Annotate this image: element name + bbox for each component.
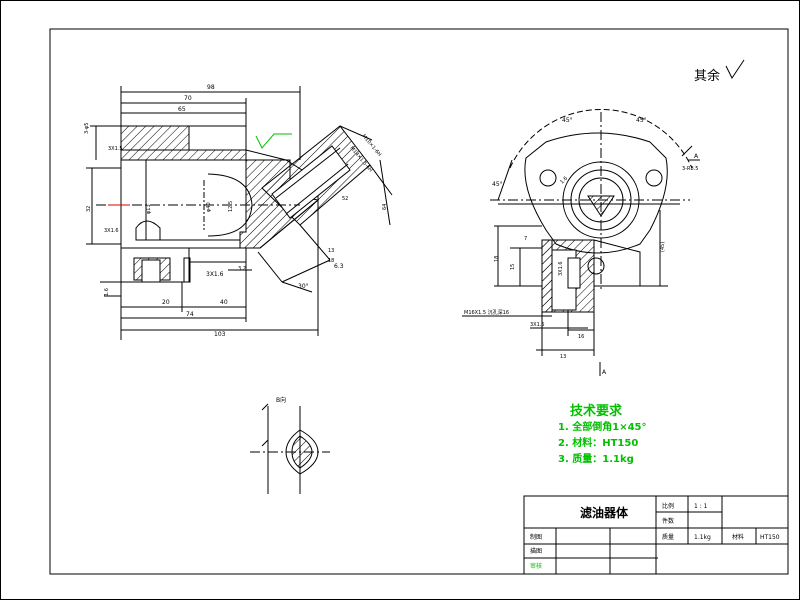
dim-15: 15: [510, 264, 516, 270]
dim-phi40: φ40: [206, 202, 212, 212]
title-block-lines: [523, 495, 789, 575]
dim-7: 7: [524, 236, 527, 242]
audit-label: 审核: [530, 562, 542, 570]
check-label: 描图: [530, 547, 542, 555]
dim-3x1-6: 3X1.6: [206, 271, 224, 278]
dim-phi13: φ13: [146, 204, 152, 214]
dim-32: 32: [86, 206, 92, 212]
dim-98: 98: [207, 84, 215, 91]
dim-1-6: 1.6: [104, 288, 110, 296]
dim-20: 20: [162, 299, 170, 306]
right-view-hatch-walls: [541, 239, 553, 313]
dim-64: 64: [382, 204, 388, 210]
roughness-symbol-green: [255, 133, 292, 149]
dim-45-ref: (45): [660, 242, 666, 252]
dim-3x1-6c: 3X1.6: [558, 261, 564, 276]
scale-label: 比例: [662, 502, 674, 510]
dim-45deg-a: 45°: [562, 117, 573, 124]
inner-frame: [49, 28, 789, 575]
dim-3-phi5: 3-φ5: [84, 123, 90, 134]
dim-18: 18: [328, 258, 334, 264]
requirement-item-3: 3. 质量：1.1kg: [558, 452, 634, 465]
requirements-title: 技术要求: [570, 403, 623, 419]
section-a-label-top: A: [694, 153, 699, 160]
dim-74: 74: [186, 311, 194, 318]
scale-value: 1 : 1: [694, 503, 708, 510]
dim-13: 13: [328, 248, 334, 254]
qty-label: 件数: [662, 517, 674, 525]
material-value: HT150: [760, 534, 780, 541]
dim-6-3: 6.3: [334, 263, 344, 270]
weight-label: 质量: [662, 533, 674, 541]
material-label: 材料: [732, 533, 744, 541]
dim-12-5: 12.5: [228, 201, 234, 212]
dim-65: 65: [178, 106, 186, 113]
dim-3-2a: 3.2: [238, 266, 246, 272]
dim-13b: 13: [560, 354, 566, 360]
dim-30deg: 30°: [298, 283, 309, 290]
dim-m16: M16X1.5 沉孔深16: [464, 309, 509, 316]
section-a-label-bottom: A: [602, 369, 607, 376]
requirement-item-1: 1. 全部倒角1×45°: [558, 420, 647, 433]
dim-45deg-c: 45°: [492, 181, 503, 188]
dim-52: 52: [342, 196, 348, 202]
dim-3x1-6b: 3X1.6: [104, 228, 119, 234]
part-name: 滤油器体: [580, 505, 629, 520]
dim-1-6b: 1.6: [559, 176, 569, 186]
dim-3-r8-5: 3-R8.5: [682, 166, 698, 172]
dim-16: 16: [578, 334, 584, 340]
dim-18b: 18: [494, 256, 500, 262]
dim-3x1-5b: 3X1.5: [530, 322, 545, 328]
dim-70: 70: [184, 95, 192, 102]
main-section-view: [86, 86, 393, 340]
b-view-label: B向: [276, 396, 286, 404]
rest-roughness-label: 其余: [694, 68, 720, 84]
dim-103: 103: [214, 331, 226, 338]
weight-value: 1.1kg: [694, 534, 711, 541]
drawn-label: 制图: [530, 533, 542, 541]
requirement-item-2: 2. 材料：HT150: [558, 436, 638, 449]
dim-m10: M10×1-6H: [360, 133, 382, 158]
dim-40: 40: [220, 299, 228, 306]
dim-3x1-5: 3X1.5: [108, 146, 123, 152]
rest-roughness-symbol: [725, 59, 745, 79]
b-detail-view: [250, 403, 330, 494]
dim-45deg-b: 45°: [636, 117, 647, 124]
